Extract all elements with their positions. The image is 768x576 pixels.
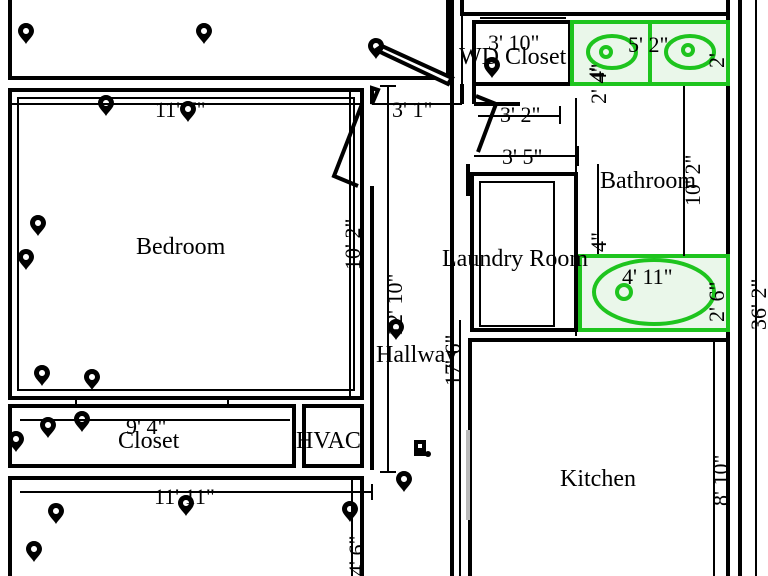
dim-kitchen-height: 8' 10" <box>708 455 733 506</box>
dim-bathroom-height: 10' 2" <box>680 155 705 206</box>
map-pin-icon[interactable] <box>196 23 212 44</box>
map-pin-icon[interactable] <box>84 369 100 390</box>
tub-basin <box>592 258 716 326</box>
map-pin-icon[interactable] <box>342 501 358 522</box>
door-frame-top <box>370 85 381 105</box>
dim-hall-top-width: 3' 1" <box>392 97 432 122</box>
dim-laundry-width: 3' 5" <box>502 144 542 169</box>
hvac-wall <box>302 404 364 468</box>
kitchen-wall <box>468 338 730 576</box>
map-pin-icon[interactable] <box>18 249 34 270</box>
map-pin-icon[interactable] <box>34 365 50 386</box>
dim-hall-lower: 17' 6" <box>440 335 465 386</box>
dim-closet-width: 9' 4" <box>126 414 166 439</box>
map-pin-icon[interactable] <box>396 471 412 492</box>
dimension-lines <box>9 0 757 576</box>
map-pin-icon[interactable] <box>40 417 56 438</box>
room-label-wd-closet: WD Closet <box>459 44 567 70</box>
laundry-inner <box>479 181 555 327</box>
map-pin-icon[interactable] <box>18 23 34 44</box>
room-label-hvac: HVAC <box>296 428 361 454</box>
dim-bath-width-b: 4' <box>584 67 609 82</box>
room-label-kitchen: Kitchen <box>560 466 636 492</box>
room-label-bathroom: Bathroom <box>600 168 696 194</box>
dim-door-width: 3' 2" <box>500 102 540 127</box>
map-pin-icon[interactable] <box>98 95 114 116</box>
dim-bath-small-a: 2' 4" <box>586 64 611 104</box>
room-label-hallway: Hallway <box>376 342 457 368</box>
map-pin-icon[interactable] <box>30 215 46 236</box>
dim-wd-closet-width: 3' 10" <box>488 30 539 55</box>
dim-total-height: 36' 2" <box>746 279 768 330</box>
dim-bath-width-a: 5' 2" <box>628 32 668 57</box>
room-label-bedroom: Bedroom <box>136 234 226 260</box>
top-left-room-wall <box>8 0 450 80</box>
dim-bedroom-height: 10' 2" <box>340 219 365 270</box>
dim-tub-height: 2' 6" <box>704 282 729 322</box>
sink-right <box>664 34 716 70</box>
lower-left-room-wall <box>8 476 364 576</box>
room-label-closet: Closet <box>118 428 180 454</box>
map-pin-icon[interactable] <box>48 503 64 524</box>
room-labels: WD Closet Bedroom Bathroom Laundry Room … <box>118 44 696 492</box>
walls <box>8 0 742 576</box>
sink-left-drain <box>599 45 613 59</box>
dim-tub-width: 4' 11" <box>622 264 673 289</box>
bedroom-inner-wall <box>17 97 355 391</box>
door-swing-wd <box>475 94 499 153</box>
room-label-laundry: Laundry Room <box>442 246 588 272</box>
tub-drain <box>615 283 633 301</box>
outlet-icon <box>414 440 431 457</box>
top-right-room-wall <box>460 0 730 16</box>
dimension-labels: 11' 7" 3' 1" 3' 2" 3' 10" 5' 2" 4' 2' 4"… <box>126 30 768 576</box>
bathtub <box>578 254 730 332</box>
closet-door <box>75 396 229 408</box>
dim-lower-room-height: 4' 6" <box>344 536 369 576</box>
sink-left <box>586 34 638 70</box>
sink-right-drain <box>681 43 695 57</box>
dim-laundry-height: 4" <box>586 232 611 252</box>
door-swing-bedroom <box>331 103 364 188</box>
map-pin-icon[interactable] <box>26 541 42 562</box>
dim-bath-small-b: 2' <box>704 53 729 68</box>
bathroom-fixtures <box>570 20 730 332</box>
map-pin-icon[interactable] <box>74 411 90 432</box>
